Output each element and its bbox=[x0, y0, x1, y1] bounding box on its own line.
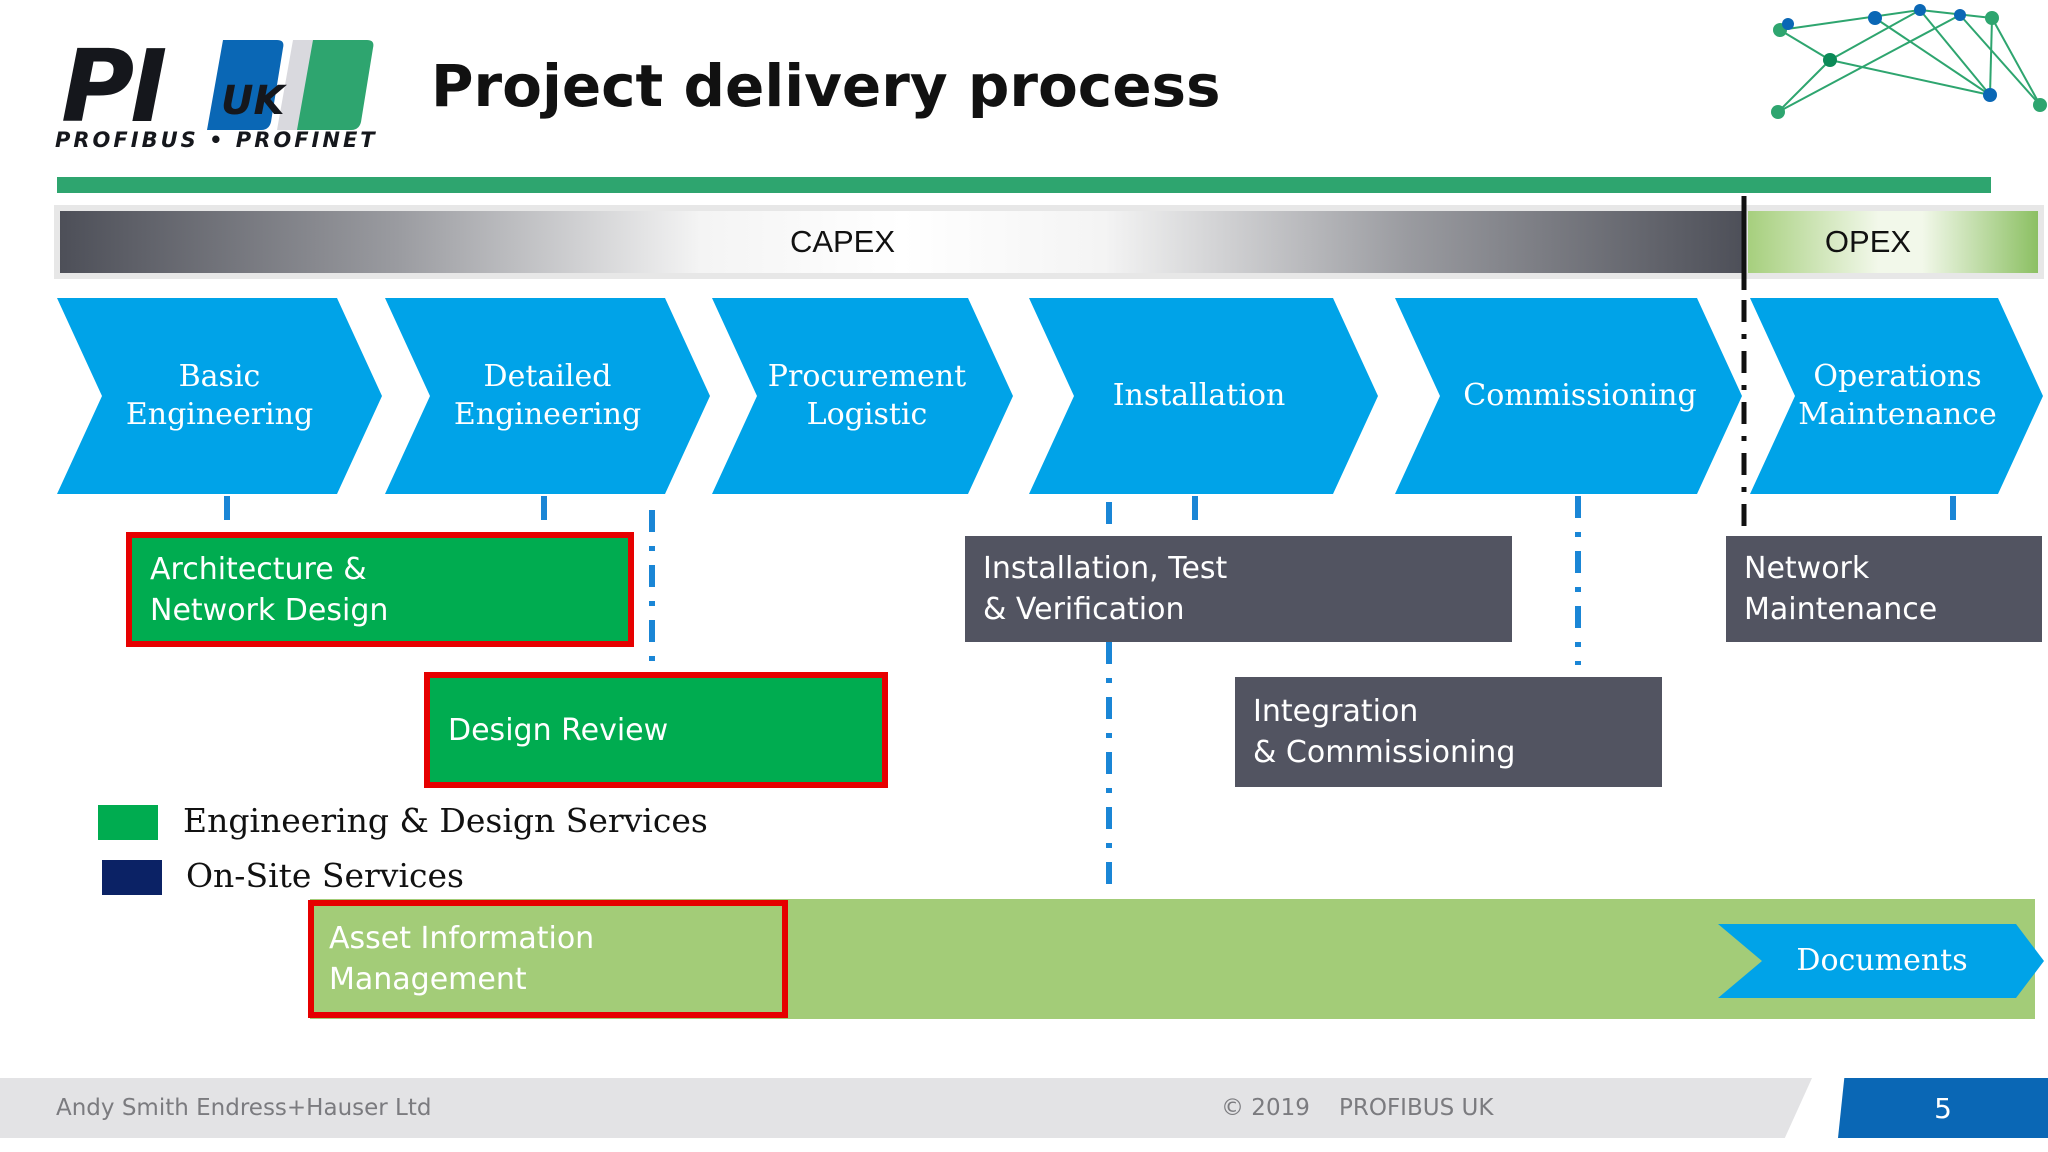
footer-bar bbox=[0, 1078, 1812, 1138]
service-integration-commissioning: Integration & Commissioning bbox=[1235, 677, 1662, 787]
capex-band: CAPEX bbox=[60, 211, 1745, 273]
service-label: Integration bbox=[1253, 694, 1419, 729]
page-title: Project delivery process bbox=[431, 52, 1221, 120]
service-label: Architecture & bbox=[150, 551, 367, 587]
stage-label: Engineering bbox=[125, 397, 314, 432]
chevron-procurement-logistic bbox=[712, 298, 1013, 494]
footer-copyright: © 2019 bbox=[1221, 1095, 1310, 1121]
opex-band: OPEX bbox=[1748, 211, 2038, 273]
stage-operations-maintenance: Operations Maintenance bbox=[1795, 298, 2000, 494]
logo: PI UK PROFIBUS • PROFINET bbox=[55, 28, 378, 160]
service-label: & Commissioning bbox=[1253, 735, 1516, 770]
legend-swatch-engineering bbox=[98, 805, 158, 840]
stage-label: Operations bbox=[1813, 359, 1982, 394]
stage-label: Logistic bbox=[806, 397, 928, 432]
title-divider bbox=[57, 177, 1991, 193]
service-installation-test-verification: Installation, Test & Verification bbox=[965, 536, 1512, 642]
chevron-detailed-engineering bbox=[385, 298, 710, 494]
legend-label-onsite: On-Site Services bbox=[186, 856, 464, 895]
chevron-commissioning bbox=[1395, 298, 1742, 494]
network-graphic bbox=[1771, 4, 2047, 119]
stage-commissioning: Commissioning bbox=[1440, 298, 1720, 494]
stage-label: Commissioning bbox=[1463, 378, 1697, 413]
service-asset-information-management: Asset Information Management bbox=[308, 900, 788, 1018]
opex-label: OPEX bbox=[1824, 224, 1912, 259]
service-label: Installation, Test bbox=[983, 551, 1228, 586]
chevron-operations-maintenance bbox=[1750, 298, 2043, 494]
logo-mark bbox=[207, 40, 374, 130]
service-label: Design Review bbox=[448, 712, 669, 748]
service-label: Network Design bbox=[150, 592, 389, 628]
service-design-review: Design Review bbox=[424, 672, 888, 788]
stage-label: Basic bbox=[178, 359, 261, 394]
chevron-basic-engineering bbox=[57, 298, 382, 494]
legend-swatch-onsite bbox=[102, 860, 162, 895]
legend-label-engineering: Engineering & Design Services bbox=[183, 801, 708, 840]
stage-label: Detailed bbox=[483, 359, 612, 394]
stage-label: Maintenance bbox=[1798, 397, 1997, 432]
stage-label: Engineering bbox=[453, 397, 642, 432]
footer-org: PROFIBUS UK bbox=[1339, 1095, 1494, 1121]
service-label: Network bbox=[1744, 551, 1870, 586]
chevron-installation bbox=[1029, 298, 1378, 494]
service-architecture-network-design: Architecture & Network Design bbox=[126, 532, 634, 647]
logo-pi: PI bbox=[61, 28, 167, 145]
service-network-maintenance: Network Maintenance bbox=[1726, 536, 2042, 642]
stage-label: Procurement bbox=[767, 359, 967, 394]
documents-label: Documents bbox=[1796, 943, 1968, 978]
logo-uk: UK bbox=[221, 78, 285, 124]
footer-author: Andy Smith Endress+Hauser Ltd bbox=[56, 1095, 432, 1121]
page-number: 5 bbox=[1838, 1078, 2048, 1138]
service-label: & Verification bbox=[983, 592, 1185, 627]
stage-label: Installation bbox=[1112, 378, 1286, 413]
stage-installation: Installation bbox=[1074, 298, 1324, 494]
stage-basic-engineering: Basic Engineering bbox=[102, 298, 337, 494]
service-label: Maintenance bbox=[1744, 592, 1938, 627]
documents-chevron bbox=[1718, 924, 2044, 998]
stage-procurement-logistic: Procurement Logistic bbox=[757, 298, 977, 494]
logo-tagline: PROFIBUS • PROFINET bbox=[55, 128, 378, 152]
stage-detailed-engineering: Detailed Engineering bbox=[430, 298, 665, 494]
capex-label: CAPEX bbox=[789, 224, 896, 259]
service-label: Asset Information Management bbox=[329, 921, 595, 997]
